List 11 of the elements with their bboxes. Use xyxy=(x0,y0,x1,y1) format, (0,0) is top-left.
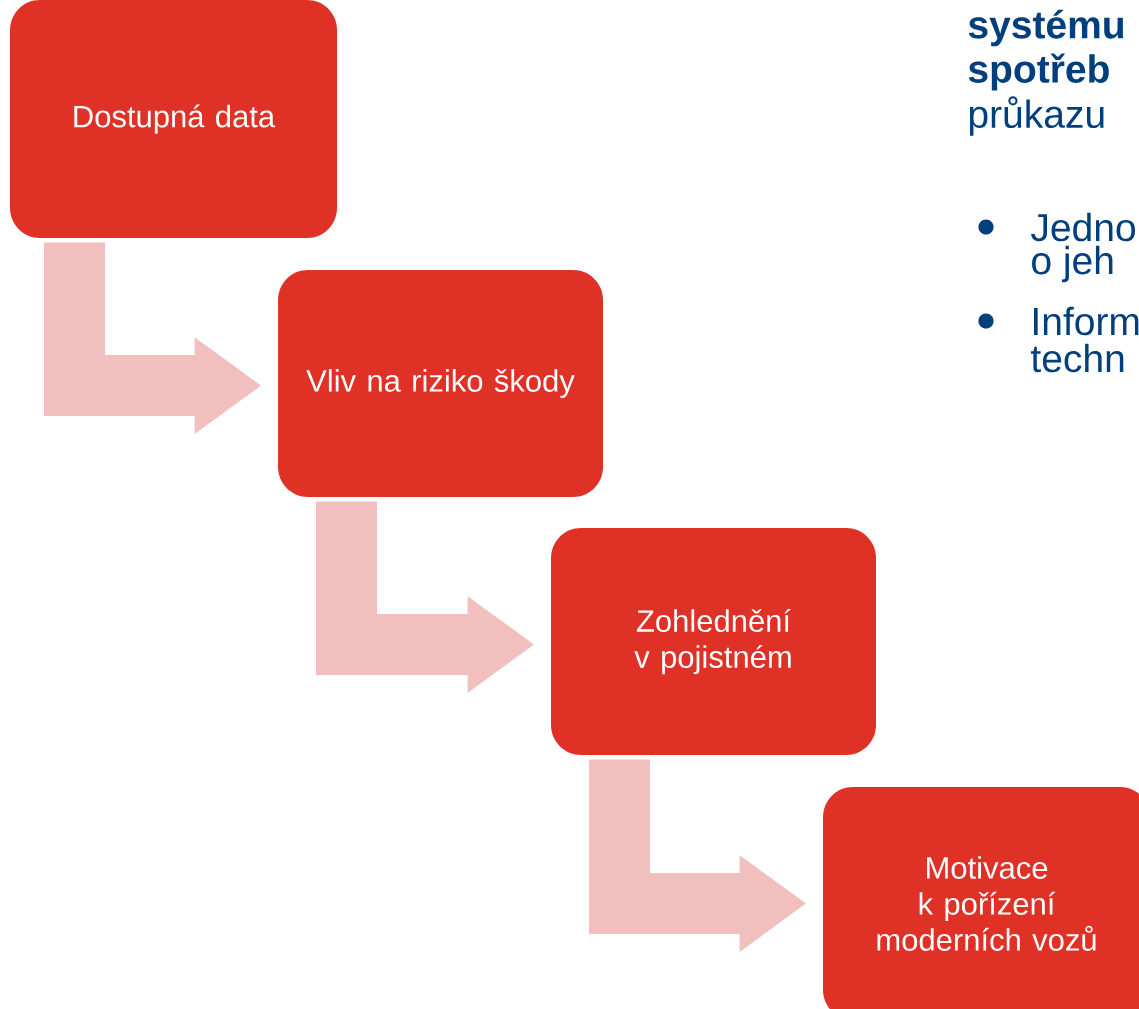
process-box: Dostupná data xyxy=(10,0,337,238)
text-line: o jeh xyxy=(1032,245,1113,283)
text-line: spotřeb xyxy=(968,53,1109,91)
text-line: Jedno xyxy=(1031,212,1135,242)
process-box: Vliv na riziko škody xyxy=(278,270,603,497)
process-box: Motivace k pořízení moderních vozů xyxy=(823,787,1139,1009)
text-line: průkazu xyxy=(969,96,1104,136)
text-line: techn xyxy=(1031,343,1124,373)
process-box: Zohlednění v pojistném xyxy=(551,528,876,755)
text-line: Inform xyxy=(1034,306,1139,336)
text-line: systému xyxy=(968,9,1124,47)
